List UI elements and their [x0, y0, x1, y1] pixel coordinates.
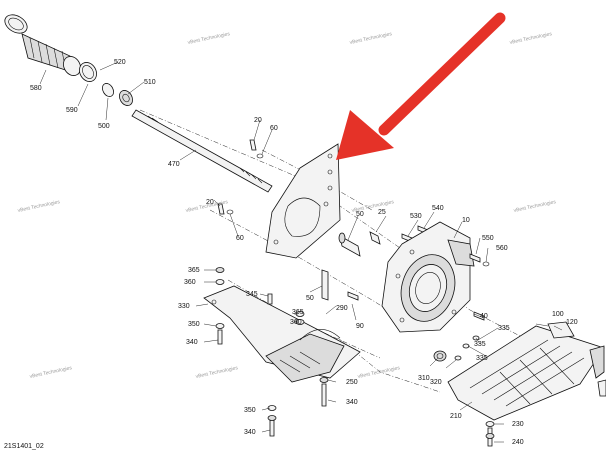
skid-plate	[447, 321, 606, 421]
part-number-340-c: 340	[244, 429, 256, 436]
watermark: vBest Technologies	[29, 365, 73, 380]
part-number-365-b: 365	[292, 309, 304, 316]
part-number-90: 90	[356, 323, 364, 330]
gasket-plate	[265, 143, 341, 259]
part-number-60-b: 60	[236, 235, 244, 242]
part-number-365: 365	[188, 267, 200, 274]
spacer-sleeve	[338, 231, 381, 257]
watermark: vBest Technologies	[187, 31, 231, 46]
part-number-100: 100	[552, 311, 564, 318]
mount-bolts-bottom	[267, 377, 329, 437]
part-number-510: 510	[144, 79, 156, 86]
part-number-335-b: 335	[474, 341, 486, 348]
part-number-330: 330	[178, 303, 190, 310]
part-number-labels: 580 590 500 520 510 470 20 60 50 25 530 …	[30, 59, 578, 446]
part-number-320: 320	[430, 379, 442, 386]
part-number-345: 345	[246, 291, 258, 298]
part-number-50-b: 50	[306, 295, 314, 302]
part-number-350: 350	[188, 321, 200, 328]
part-number-550: 550	[482, 235, 494, 242]
watermark: vBest Technologies	[513, 199, 557, 214]
part-number-250: 250	[346, 379, 358, 386]
left-stand-bracket	[203, 285, 361, 383]
part-number-350-b: 350	[244, 407, 256, 414]
watermark: vBest Technologies	[509, 31, 553, 46]
part-number-580: 580	[30, 85, 42, 92]
skid-bolts	[485, 421, 495, 447]
part-number-230: 230	[512, 421, 524, 428]
part-number-500: 500	[98, 123, 110, 130]
part-number-120: 120	[566, 319, 578, 326]
part-number-20-b: 20	[206, 199, 214, 206]
part-number-340-b: 340	[346, 399, 358, 406]
part-number-360-b: 360	[290, 319, 302, 326]
part-number-470: 470	[168, 161, 180, 168]
part-number-560: 560	[496, 245, 508, 252]
red-pointer-arrow	[336, 12, 506, 160]
part-number-335-c: 335	[476, 355, 488, 362]
fasteners-top	[217, 139, 264, 215]
part-number-335-a: 335	[498, 325, 510, 332]
part-number-530: 530	[410, 213, 422, 220]
part-number-340: 340	[186, 339, 198, 346]
part-number-540: 540	[432, 205, 444, 212]
mount-bolts-left	[215, 267, 359, 345]
part-number-590: 590	[66, 107, 78, 114]
part-number-520: 520	[114, 59, 126, 66]
drive-shaft	[131, 109, 273, 193]
drive-shaft-boot-assembly	[4, 14, 133, 106]
watermark: vBest Technologies	[195, 365, 239, 380]
watermark: vBest Technologies	[17, 199, 61, 214]
part-number-25: 25	[378, 209, 386, 216]
bearing-washers	[433, 335, 480, 362]
part-number-20: 20	[254, 117, 262, 124]
part-number-290: 290	[336, 305, 348, 312]
part-number-210: 210	[450, 413, 462, 420]
part-number-240: 240	[512, 439, 524, 446]
watermark: vBest Technologies	[357, 365, 401, 380]
leader-lines	[39, 61, 563, 443]
part-number-50: 50	[356, 211, 364, 218]
watermark: vBest Technologies	[349, 31, 393, 46]
part-number-40: 40	[480, 313, 488, 320]
part-number-10: 10	[462, 217, 470, 224]
part-number-360: 360	[184, 279, 196, 286]
reference-code: 21S1401_02	[4, 443, 44, 450]
part-number-60: 60	[270, 125, 278, 132]
part-number-310: 310	[418, 375, 430, 382]
main-housing	[381, 221, 475, 333]
